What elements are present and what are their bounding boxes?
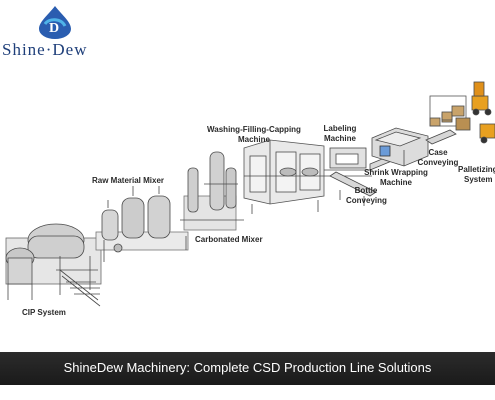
label-raw-material-mixer: Raw Material Mixer xyxy=(92,176,165,185)
caption-banner: ShineDew Machinery: Complete CSD Product… xyxy=(0,352,495,385)
label-case-conveying: Case Conveying xyxy=(414,148,462,168)
palletizing-system xyxy=(429,81,495,144)
label-cip-system: CIP System xyxy=(22,308,66,317)
cip-system-machine xyxy=(5,223,102,307)
label-washing-filling-capping: Washing-Filling-Capping Machine xyxy=(204,125,304,145)
svg-text:D: D xyxy=(49,21,59,36)
caption-text: ShineDew Machinery: Complete CSD Product… xyxy=(63,360,432,375)
label-line: Machine xyxy=(237,135,270,144)
label-line: Shrink Wrapping xyxy=(364,168,428,177)
label-shrink-wrapping: Shrink Wrapping Machine xyxy=(360,168,432,188)
label-line: Machine xyxy=(323,134,356,143)
label-line: System xyxy=(464,175,493,184)
washing-filling-capping-machine xyxy=(243,139,325,214)
machinery-illustration xyxy=(5,81,495,307)
label-palletizing-system: Palletizing System xyxy=(458,165,495,185)
carbonated-mixer-machine xyxy=(180,151,244,231)
label-carbonated-mixer: Carbonated Mixer xyxy=(195,235,263,244)
label-line: Labeling xyxy=(323,124,357,133)
label-line: Case xyxy=(428,148,448,157)
label-line: Machine xyxy=(379,178,412,187)
label-line: Palletizing xyxy=(458,165,495,174)
label-line: Washing-Filling-Capping xyxy=(207,125,301,134)
bottle-conveyor xyxy=(329,171,377,206)
shrink-wrapping-machine xyxy=(371,127,429,167)
brand-wordmark: Shine·Dew xyxy=(2,40,88,59)
label-line: Conveying xyxy=(346,196,387,205)
label-labeling-machine: Labeling Machine xyxy=(318,124,362,144)
label-line: Bottle xyxy=(354,186,378,195)
label-line: Conveying xyxy=(417,158,459,167)
label-bottle-conveying: Bottle Conveying xyxy=(346,186,387,206)
raw-material-mixer-machine xyxy=(95,186,189,262)
brand-logo: D Shine·Dew xyxy=(0,0,120,70)
drop-logo-icon: D xyxy=(39,6,71,39)
